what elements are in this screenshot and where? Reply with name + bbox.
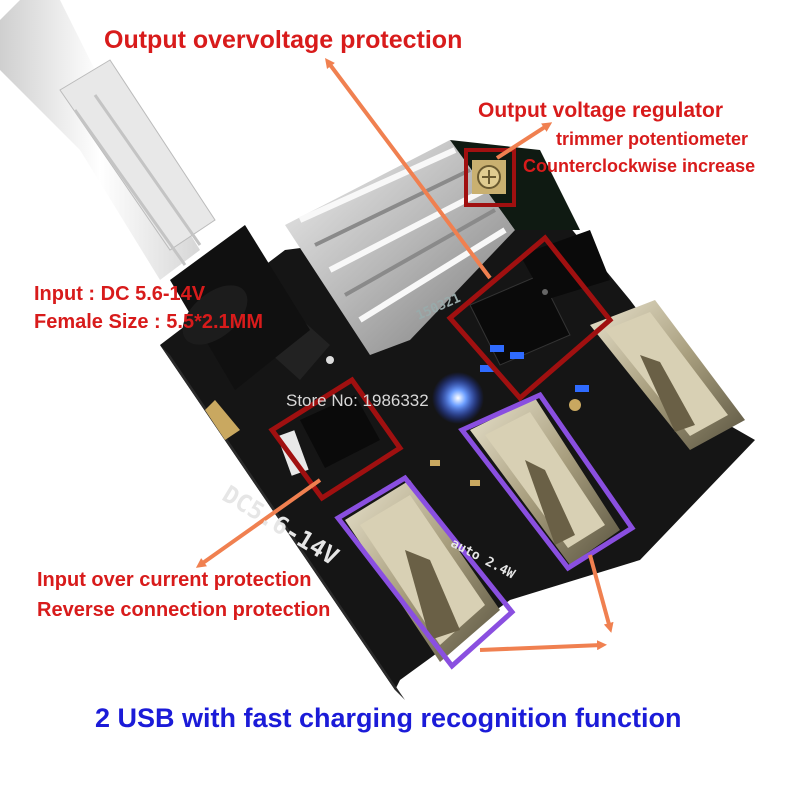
label-counterclockwise: Counterclockwise increase (523, 156, 756, 176)
power-cable (0, 0, 216, 280)
usb-port-2 (470, 398, 620, 565)
store-number-text: Store No: 1986332 (286, 391, 429, 410)
smd-components (326, 345, 589, 486)
label-usb-fast-charging: 2 USB with fast charging recognition fun… (95, 703, 682, 733)
usb-port-3 (590, 300, 745, 450)
usb-highlight-box-2 (458, 391, 636, 572)
trimmer-potentiometer (472, 160, 506, 194)
label-trimmer: trimmer potentiometer (556, 129, 749, 149)
callout-arrows (195, 58, 614, 652)
input-protection-highlight-box (268, 376, 404, 502)
label-input-overcurrent: Input over current protection (37, 569, 312, 591)
trimmer-highlight-box (464, 148, 516, 207)
label-regulator-title: Output voltage regulator (478, 99, 724, 122)
chip-input (277, 395, 380, 476)
dc-jack (170, 225, 310, 440)
usb-port-1 (345, 480, 500, 662)
label-reverse-connection: Reverse connection protection (37, 599, 331, 621)
label-female-size: Female Size : 5.5*2.1MM (34, 311, 263, 333)
label-output-overvoltage: Output overvoltage protection (104, 26, 463, 54)
label-input-dc: Input : DC 5.6-14V (34, 283, 206, 305)
overvoltage-highlight-box (446, 234, 614, 402)
usb-highlight-box-1 (334, 474, 516, 670)
status-led (432, 372, 484, 424)
